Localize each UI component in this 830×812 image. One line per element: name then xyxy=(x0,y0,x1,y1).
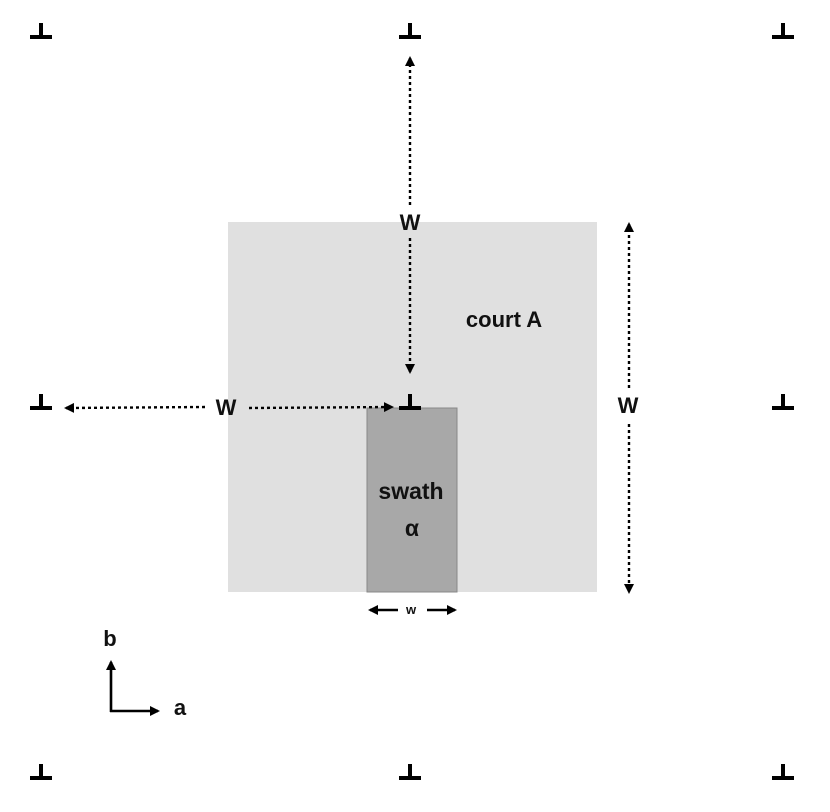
dislocation-icon xyxy=(30,23,52,39)
court-label: court A xyxy=(466,307,542,332)
dislocation-icon xyxy=(30,394,52,410)
dislocation-icon xyxy=(399,394,421,410)
swath-region xyxy=(366,407,458,593)
dislocation-icon xyxy=(772,394,794,410)
court-height-label: W xyxy=(618,393,639,418)
horizontal-w-label: W xyxy=(216,395,237,420)
dislocation-icon xyxy=(30,764,52,780)
a-axis-label: a xyxy=(174,695,187,720)
horizontal-w-arrow-left xyxy=(64,402,206,413)
dislocation-markers xyxy=(30,23,794,780)
swath-width-label: w xyxy=(405,602,417,617)
axes-indicator: b a xyxy=(103,626,187,720)
swath-label-line1: swath xyxy=(378,478,443,504)
dislocation-icon xyxy=(772,764,794,780)
vertical-w-label: W xyxy=(400,210,421,235)
b-axis-label: b xyxy=(103,626,116,651)
dislocation-icon xyxy=(772,23,794,39)
dislocation-icon xyxy=(399,23,421,39)
dislocation-icon xyxy=(399,764,421,780)
swath-label-line2: α xyxy=(405,515,419,541)
